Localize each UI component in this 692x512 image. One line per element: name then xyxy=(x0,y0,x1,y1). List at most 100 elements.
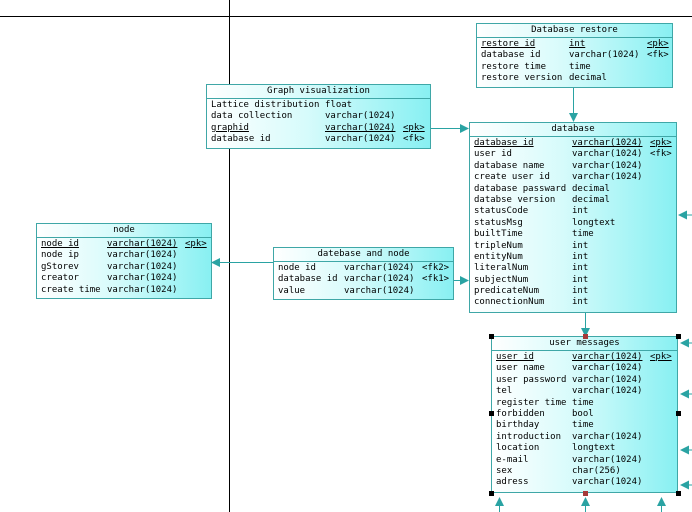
arrowhead-icon xyxy=(680,338,689,348)
attribute-name: database id xyxy=(481,50,541,61)
attribute-row[interactable]: tel varchar(1024) xyxy=(496,386,673,397)
attribute-type: int xyxy=(572,251,589,262)
attribute-type: decimal xyxy=(572,194,610,205)
attribute-name: database passward xyxy=(474,183,567,194)
entity-title: user messages xyxy=(492,337,677,351)
resize-handle-se[interactable] xyxy=(676,491,681,496)
attribute-name: builtTime xyxy=(474,229,523,240)
attribute-name: introduction xyxy=(496,431,562,442)
entity-title: node xyxy=(37,224,211,238)
attribute-name: database id xyxy=(474,138,534,148)
attribute-name: restore version xyxy=(481,73,563,84)
arrowhead-icon xyxy=(680,480,689,490)
attribute-type: varchar(1024) xyxy=(572,386,643,397)
attribute-key: <fk> xyxy=(650,149,672,160)
attribute-name: Lattice distribution xyxy=(211,100,320,110)
entity-graph-visualization[interactable]: Graph visualization Lattice distribution… xyxy=(206,84,431,149)
entity-title: database xyxy=(470,123,676,137)
attribute-row[interactable]: restore time time xyxy=(481,62,668,73)
attribute-name: node id xyxy=(278,263,316,273)
arrowhead-icon xyxy=(657,497,666,506)
attribute-type: varchar(1024) xyxy=(344,263,415,273)
attribute-row[interactable]: gStorev varchar(1024) xyxy=(41,262,207,273)
attribute-name: create user id xyxy=(474,172,550,183)
attribute-type: varchar(1024) xyxy=(572,160,643,171)
resize-handle-ne[interactable] xyxy=(676,334,681,339)
resize-handle-sw[interactable] xyxy=(489,491,494,496)
attribute-type: longtext xyxy=(572,443,616,454)
attribute-type: int xyxy=(572,297,589,308)
attribute-name: subjectNum xyxy=(474,274,529,285)
attribute-type: varchar(1024) xyxy=(572,352,643,362)
attribute-type: varchar(1024) xyxy=(107,284,178,295)
resize-handle-nw[interactable] xyxy=(489,334,494,339)
attribute-name: user id xyxy=(496,352,534,362)
entity-title: Graph visualization xyxy=(207,85,430,99)
resize-handle-n[interactable] xyxy=(583,334,588,339)
attribute-name: restore time xyxy=(481,61,547,72)
attribute-type: int xyxy=(572,206,589,217)
resize-handle-s[interactable] xyxy=(583,491,588,496)
attribute-name: gStorev xyxy=(41,261,79,272)
attribute-name: tel xyxy=(496,386,513,397)
attribute-type: varchar(1024) xyxy=(107,261,178,272)
resize-handle-e[interactable] xyxy=(676,411,681,416)
attribute-name: creator xyxy=(41,273,79,284)
attribute-type: time xyxy=(572,397,594,408)
attribute-type: time xyxy=(569,61,591,72)
attribute-key: <pk> xyxy=(650,138,672,148)
attribute-name: user name xyxy=(496,363,545,374)
attribute-name: data collection xyxy=(211,111,293,122)
attribute-type: int xyxy=(572,286,589,297)
resize-handle-w[interactable] xyxy=(489,411,494,416)
